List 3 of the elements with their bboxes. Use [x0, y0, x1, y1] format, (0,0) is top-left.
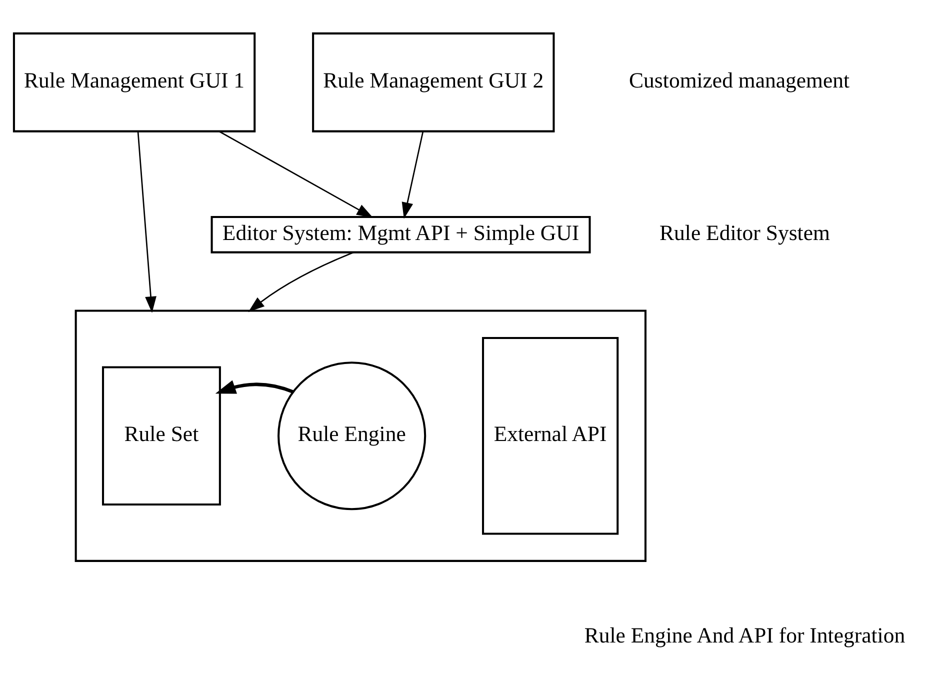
label: Customized management: [629, 68, 850, 93]
label: Rule Editor System: [660, 220, 830, 245]
label: Rule Engine And API for Integration: [584, 623, 906, 648]
